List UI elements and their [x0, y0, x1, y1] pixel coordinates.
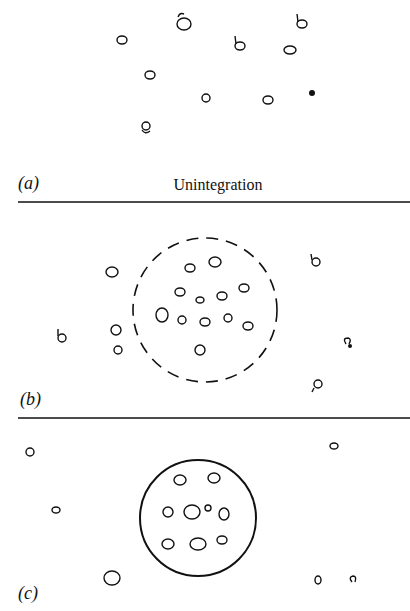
unit	[239, 284, 249, 292]
unit	[190, 538, 206, 550]
unit	[58, 334, 66, 342]
integrated-boundary	[140, 460, 256, 576]
unit	[314, 380, 322, 388]
unit	[178, 316, 186, 324]
unit	[156, 308, 168, 322]
stage-title: Unintegration	[174, 176, 263, 194]
unit	[106, 267, 118, 277]
integrated-units-c	[162, 473, 229, 550]
unit	[26, 448, 34, 456]
divider	[18, 417, 410, 419]
scattered-units-c	[26, 443, 356, 585]
unit	[217, 536, 227, 544]
unit	[111, 325, 121, 335]
unit	[195, 345, 205, 355]
scattered-units-a	[117, 13, 307, 132]
unit	[312, 258, 320, 266]
unit	[263, 96, 273, 104]
unit	[104, 571, 120, 585]
unit	[205, 505, 211, 511]
forming-boundary	[133, 238, 277, 382]
panel-label: (c)	[18, 584, 38, 604]
unit	[114, 346, 122, 354]
unit	[163, 507, 173, 517]
unit	[284, 46, 296, 54]
unit	[219, 508, 229, 520]
unit	[315, 576, 321, 584]
unit	[224, 314, 232, 322]
unit-tail	[311, 254, 312, 260]
unit	[52, 507, 60, 513]
unit	[174, 475, 186, 485]
unit-tail	[297, 14, 298, 22]
unit-tail	[142, 130, 150, 133]
unit	[208, 473, 220, 483]
unit-tail	[57, 329, 58, 336]
panel-label: (b)	[20, 390, 41, 410]
unit	[330, 443, 338, 449]
unit	[200, 318, 210, 326]
unit	[196, 297, 204, 303]
unit	[184, 505, 200, 519]
unit	[209, 257, 221, 267]
unit	[217, 292, 227, 300]
unit	[162, 539, 174, 549]
unit	[350, 576, 355, 582]
unit	[344, 338, 350, 344]
divider	[18, 201, 410, 203]
unit	[142, 122, 150, 130]
panel-label: (a)	[18, 174, 39, 194]
unit-tail	[178, 13, 184, 17]
unit-dot	[348, 344, 352, 348]
unit	[117, 36, 127, 44]
unit-tail	[312, 388, 314, 392]
unit	[145, 71, 155, 79]
unit	[202, 94, 210, 102]
gathered-units-b	[156, 257, 253, 355]
unit	[243, 322, 253, 330]
unit	[185, 264, 195, 272]
unit	[175, 288, 185, 296]
scattered-units-b	[58, 254, 350, 392]
unit	[177, 18, 191, 30]
unit-tail	[235, 36, 236, 44]
unit-dot	[309, 90, 315, 96]
